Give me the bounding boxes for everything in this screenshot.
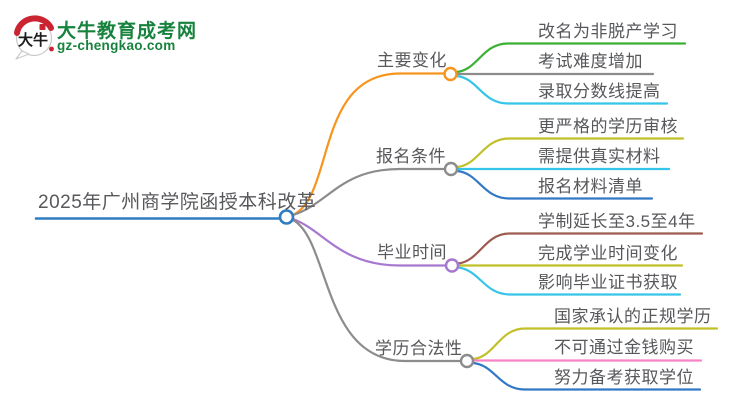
leaf-1-1-label: 改名为非脱产学习 — [538, 22, 678, 41]
branch-1-label: 主要变化 — [377, 51, 447, 70]
leaf-4-3-label: 努力备考获取学位 — [554, 368, 694, 387]
branch-1-node-circle — [443, 66, 458, 82]
leaf-3-2-label: 完成学业时间变化 — [538, 244, 678, 263]
branch-2-leaf-1-line — [455, 137, 685, 169]
branch-2-leaf-3-line — [455, 169, 654, 200]
branch-4-line — [291, 218, 463, 363]
branch-4-label: 学历合法性 — [375, 339, 463, 358]
branch-3-leaf-1-line — [456, 232, 704, 265]
logo-title: 大牛教育成考网 — [57, 21, 198, 42]
root-node-label: 2025年广州商学院函授本科改革 — [38, 192, 317, 213]
root-node-circle — [278, 209, 295, 225]
branch-3-node-circle — [444, 258, 460, 273]
logo-bull-icon: 大牛 — [14, 15, 54, 60]
leaf-3-1-label: 学制延长至3.5至4年 — [538, 212, 696, 231]
branch-4-leaf-1-line — [471, 327, 719, 361]
branch-4-leaf-3-line — [471, 361, 702, 391]
leaf-1-3-label: 录取分数线提高 — [538, 82, 661, 101]
leaf-2-3-label: 报名材料清单 — [538, 177, 643, 196]
branch-2-line — [291, 167, 447, 217]
leaf-4-2-label: 不可通过金钱购买 — [554, 338, 694, 357]
leaf-3-3-label: 影响毕业证书获取 — [538, 273, 678, 292]
branch-2-node-circle — [443, 161, 459, 177]
leaf-2-2-label: 需提供真实材料 — [538, 147, 661, 166]
branch-3-line — [291, 217, 448, 267]
branch-1-line — [291, 72, 446, 217]
branch-3-label: 毕业时间 — [377, 243, 447, 262]
branch-3-leaf-3-line — [456, 266, 682, 296]
leaf-4-1-label: 国家承认的正规学历 — [554, 307, 712, 326]
leaf-1-2-label: 考试难度增加 — [538, 52, 643, 71]
branch-4-node-circle — [459, 353, 475, 369]
leaf-2-1-label: 更严格的学历审核 — [538, 117, 678, 136]
branch-2-label: 报名条件 — [376, 147, 446, 166]
svg-text:大牛: 大牛 — [18, 31, 48, 49]
branch-1-leaf-3-line — [455, 74, 669, 105]
logo-url: gz-chengkao.com — [57, 38, 176, 53]
branch-1-leaf-1-line — [455, 42, 687, 74]
